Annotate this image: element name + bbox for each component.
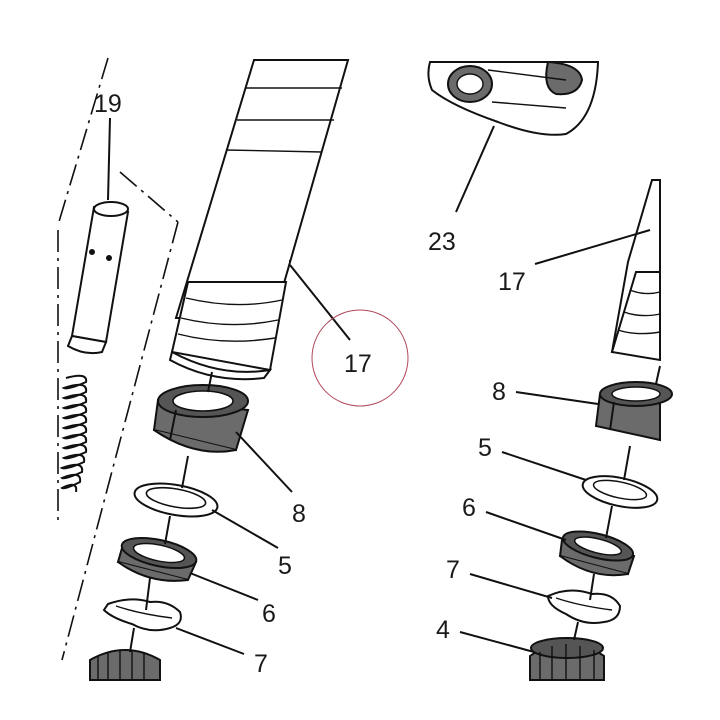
part-4-nut-left bbox=[89, 649, 161, 681]
axis-lines-right bbox=[573, 365, 661, 641]
part-17-fork-tube bbox=[168, 59, 350, 381]
part-4-nut-right bbox=[529, 637, 605, 681]
part-8-bushing-left bbox=[152, 384, 250, 453]
part-5-washer-left bbox=[133, 482, 219, 518]
part-19-pin bbox=[66, 201, 130, 355]
spring bbox=[59, 374, 88, 493]
axis-lines-left bbox=[129, 371, 213, 653]
callout-19: 19 bbox=[94, 90, 122, 118]
callout-5-left: 5 bbox=[278, 552, 292, 580]
housing-outline bbox=[57, 57, 179, 661]
part-7-clip-left bbox=[102, 598, 182, 632]
callout-labels: 19 17 8 5 6 7 23 17 8 5 6 7 4 17 bbox=[94, 90, 526, 678]
part-8-bushing-right bbox=[594, 381, 673, 442]
part-7-clip-right bbox=[546, 589, 622, 624]
callout-8-right: 8 bbox=[492, 378, 506, 406]
leader-lines-left bbox=[107, 117, 351, 655]
callout-6-right: 6 bbox=[462, 494, 476, 522]
part-6-seal-left bbox=[116, 537, 198, 582]
part-6-seal-right bbox=[558, 530, 636, 577]
leader-lines-right bbox=[455, 125, 651, 653]
callout-7-right: 7 bbox=[446, 556, 460, 584]
callout-5-right: 5 bbox=[478, 434, 492, 462]
callout-17-circled: 17 bbox=[344, 350, 372, 378]
highlight-circle bbox=[311, 309, 409, 407]
part-17-fork-tube-right bbox=[610, 179, 661, 362]
callout-8-left: 8 bbox=[292, 500, 306, 528]
callout-17-right: 17 bbox=[498, 268, 526, 296]
part-23-top-clamp bbox=[427, 60, 600, 136]
callout-6-left: 6 bbox=[262, 600, 276, 628]
part-5-washer-right bbox=[581, 475, 659, 509]
callout-4-right: 4 bbox=[436, 616, 450, 644]
callout-7-left: 7 bbox=[254, 650, 268, 678]
callout-23: 23 bbox=[428, 228, 456, 256]
